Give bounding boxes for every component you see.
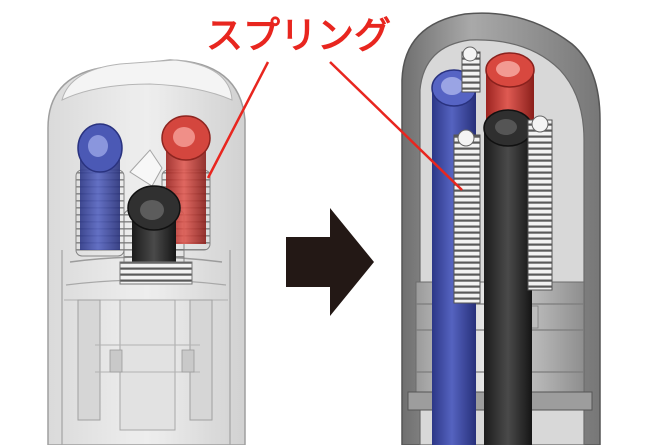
- left-pen-tip: [47, 59, 246, 445]
- left-black-refill: [127, 185, 181, 270]
- leader-line-right: [329, 61, 463, 191]
- right-pen-tip: [401, 12, 601, 445]
- right-springs: [453, 46, 553, 304]
- leader-line-left: [206, 61, 270, 179]
- left-blue-refill: [77, 123, 123, 250]
- right-black-refill: [483, 109, 533, 445]
- spring-callout-label: スプリング: [206, 14, 391, 57]
- left-refill-separator: [129, 149, 163, 187]
- right-arrow-icon: [286, 208, 374, 316]
- callout-leader-lines: [206, 61, 463, 191]
